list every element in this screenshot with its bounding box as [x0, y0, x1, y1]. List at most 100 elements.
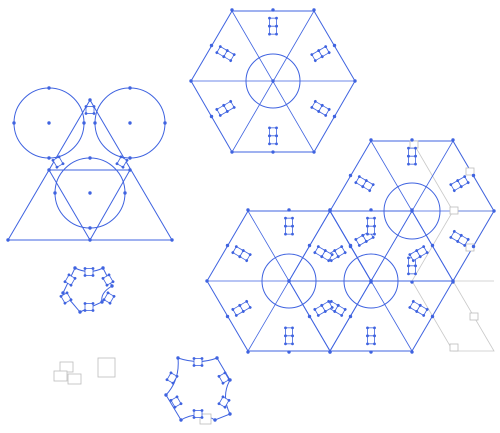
anchor-node[interactable]	[164, 393, 168, 397]
anchor-node[interactable]	[88, 226, 92, 230]
anchor-node[interactable]	[170, 238, 174, 242]
anchor-node[interactable]	[12, 121, 16, 125]
transform-handle[interactable]	[84, 105, 96, 115]
transform-handle[interactable]	[169, 395, 183, 409]
anchor-node[interactable]	[410, 208, 414, 212]
anchor-node[interactable]	[215, 356, 219, 360]
anchor-node[interactable]	[88, 238, 92, 242]
anchor-node[interactable]	[47, 156, 51, 160]
anchor-node[interactable]	[47, 121, 51, 125]
anchor-node[interactable]	[369, 138, 373, 142]
anchor-node[interactable]	[312, 8, 316, 12]
transform-handle[interactable]	[215, 103, 229, 117]
anchor-node[interactable]	[287, 279, 291, 283]
anchor-node[interactable]	[53, 191, 57, 195]
anchor-node[interactable]	[205, 279, 209, 283]
anchor-node[interactable]	[225, 314, 230, 319]
transform-handle[interactable]	[51, 155, 65, 169]
anchor-node[interactable]	[128, 86, 132, 90]
transform-handle[interactable]	[192, 409, 204, 419]
anchor-node[interactable]	[225, 243, 230, 248]
anchor-node[interactable]	[128, 168, 132, 172]
transform-handle[interactable]	[165, 371, 179, 385]
transform-handle[interactable]	[59, 291, 73, 305]
anchor-node[interactable]	[101, 266, 105, 270]
anchor-node[interactable]	[88, 156, 92, 160]
anchor-node[interactable]	[348, 314, 353, 319]
transform-handle[interactable]	[354, 175, 368, 189]
transform-handle[interactable]	[215, 45, 229, 59]
anchor-node[interactable]	[246, 208, 250, 212]
anchor-node[interactable]	[312, 150, 316, 154]
anchor-node[interactable]	[369, 279, 373, 283]
transform-handle[interactable]	[268, 134, 278, 146]
anchor-node[interactable]	[410, 138, 414, 142]
transform-handle[interactable]	[63, 273, 77, 287]
anchor-node[interactable]	[73, 266, 77, 270]
anchor-node[interactable]	[88, 98, 92, 102]
anchor-node[interactable]	[451, 138, 455, 142]
anchor-node[interactable]	[123, 191, 127, 195]
transform-handle[interactable]	[456, 233, 470, 247]
transform-handle[interactable]	[333, 245, 347, 259]
anchor-node[interactable]	[287, 208, 291, 212]
node-handles[interactable]	[6, 8, 496, 422]
anchor-node[interactable]	[209, 43, 214, 48]
anchor-node[interactable]	[492, 209, 496, 213]
anchor-node[interactable]	[410, 350, 414, 354]
transform-handle[interactable]	[101, 273, 115, 287]
transform-handle[interactable]	[83, 267, 95, 277]
anchor-node[interactable]	[61, 291, 65, 295]
anchor-node[interactable]	[209, 114, 214, 119]
transform-handle[interactable]	[415, 303, 429, 317]
transform-handle[interactable]	[317, 45, 331, 59]
transform-handle[interactable]	[83, 302, 95, 312]
anchor-node[interactable]	[128, 156, 132, 160]
transform-handle[interactable]	[366, 334, 376, 346]
anchor-node[interactable]	[430, 243, 435, 248]
anchor-node[interactable]	[307, 314, 312, 319]
transform-handle[interactable]	[231, 303, 245, 317]
transform-handle[interactable]	[407, 264, 417, 276]
anchor-node[interactable]	[271, 79, 275, 83]
transform-handle[interactable]	[456, 175, 470, 189]
anchor-node[interactable]	[471, 244, 476, 249]
transform-handle[interactable]	[313, 303, 327, 317]
transform-handle[interactable]	[217, 395, 231, 409]
anchor-node[interactable]	[179, 418, 183, 422]
anchor-node[interactable]	[332, 43, 337, 48]
transform-handle[interactable]	[415, 245, 429, 259]
anchor-node[interactable]	[128, 121, 132, 125]
anchor-node[interactable]	[230, 150, 234, 154]
transform-handle[interactable]	[284, 216, 294, 228]
anchor-node[interactable]	[47, 86, 51, 90]
anchor-node[interactable]	[246, 350, 250, 354]
transform-handle[interactable]	[354, 233, 368, 247]
anchor-node[interactable]	[213, 418, 217, 422]
anchor-node[interactable]	[348, 243, 353, 248]
transform-handle[interactable]	[317, 103, 331, 117]
anchor-node[interactable]	[230, 8, 234, 12]
transform-handle[interactable]	[192, 357, 204, 367]
transform-handle[interactable]	[238, 299, 252, 313]
anchor-node[interactable]	[328, 208, 332, 212]
anchor-node[interactable]	[353, 79, 357, 83]
transform-handle[interactable]	[217, 371, 231, 385]
transform-handle[interactable]	[268, 16, 278, 28]
anchor-node[interactable]	[176, 356, 180, 360]
anchor-node[interactable]	[410, 280, 414, 284]
anchor-node[interactable]	[332, 114, 337, 119]
transform-handle[interactable]	[407, 146, 417, 158]
anchor-node[interactable]	[93, 121, 97, 125]
anchor-node[interactable]	[369, 208, 373, 212]
transform-handle[interactable]	[115, 155, 129, 169]
anchor-node[interactable]	[471, 173, 476, 178]
anchor-node[interactable]	[47, 168, 51, 172]
anchor-node[interactable]	[451, 279, 455, 283]
anchor-node[interactable]	[328, 350, 332, 354]
anchor-node[interactable]	[82, 121, 86, 125]
anchor-node[interactable]	[348, 173, 353, 178]
transform-handle[interactable]	[222, 99, 236, 113]
transform-handle[interactable]	[284, 334, 294, 346]
